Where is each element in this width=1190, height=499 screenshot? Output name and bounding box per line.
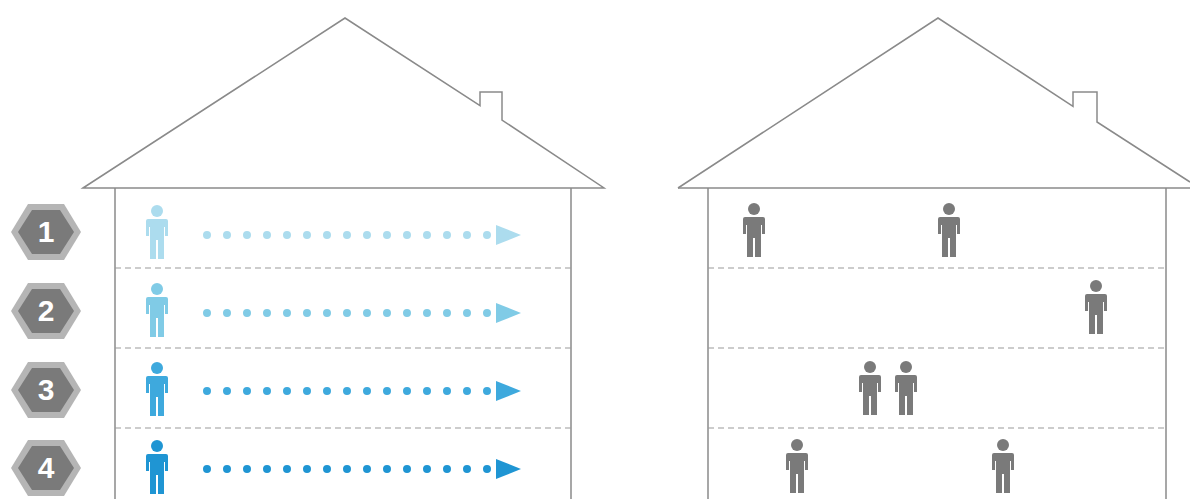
person-icon bbox=[146, 362, 168, 416]
floor-number-badge: 3 bbox=[10, 361, 82, 419]
floor-number-badge: 1 bbox=[10, 203, 82, 261]
floor-dividers bbox=[115, 268, 571, 428]
left-house bbox=[83, 18, 604, 499]
person-icon bbox=[146, 205, 168, 259]
dotted-arrow bbox=[207, 303, 521, 323]
right-house bbox=[678, 18, 1190, 499]
dotted-arrow bbox=[207, 225, 521, 245]
floor-number-badge: 4 bbox=[10, 439, 82, 497]
floor-number: 3 bbox=[10, 361, 82, 419]
floor-dividers bbox=[708, 268, 1166, 428]
dotted-arrow bbox=[207, 459, 521, 479]
person-icon bbox=[743, 203, 1107, 493]
floor-number: 1 bbox=[10, 203, 82, 261]
dotted-arrow bbox=[207, 381, 521, 401]
person-icon bbox=[146, 283, 168, 337]
person-icon bbox=[146, 440, 168, 494]
floor-number: 2 bbox=[10, 282, 82, 340]
floor-number-badge: 2 bbox=[10, 282, 82, 340]
floor-number: 4 bbox=[10, 439, 82, 497]
